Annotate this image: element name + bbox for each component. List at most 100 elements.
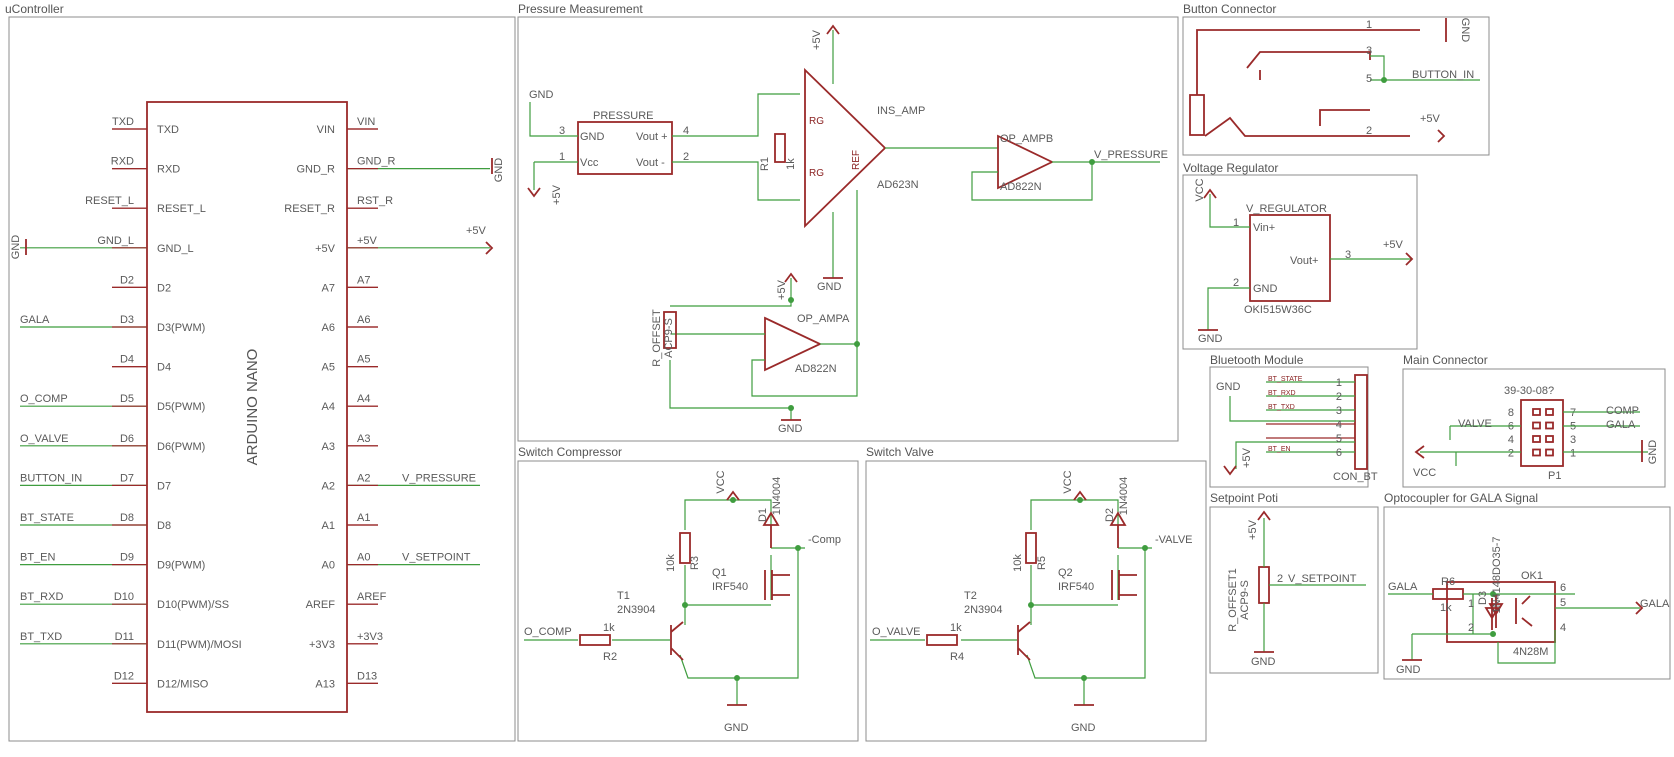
frame-ucontroller — [8, 16, 516, 742]
q1-symbol — [764, 570, 790, 600]
vreg-gnd-pin: GND — [1253, 283, 1278, 295]
nano-left-pin-name: RXD — [157, 164, 180, 176]
setpoint-poti-body — [1258, 566, 1270, 604]
nano-right-pin-name: A4 — [322, 401, 335, 413]
t2-and-d2-symbols — [1017, 511, 1127, 661]
bt-name: CON_BT — [1333, 471, 1378, 483]
r1-name: R1 — [759, 157, 771, 171]
valve-q2: Q2 — [1058, 567, 1073, 579]
ins-amp-gnd: GND — [817, 281, 842, 293]
q2-symbol — [1111, 570, 1137, 600]
p1-pin-left: 4 — [1508, 434, 1514, 446]
nano-right-pin-name: +5V — [315, 243, 336, 255]
setpoint-5v: +5V — [1247, 519, 1259, 540]
p1-body — [1520, 399, 1564, 467]
nano-left-pin-label: D10 — [114, 591, 134, 603]
button-pin3: 3 — [1366, 45, 1372, 57]
bt-pin-number: 3 — [1336, 405, 1342, 417]
ins-amp-part: AD623N — [877, 179, 919, 191]
frame-valve — [865, 460, 1207, 742]
section-title-pressure: Pressure Measurement — [518, 2, 643, 16]
pressure-section: PRESSURE GND Vcc Vout + Vout - 3 1 4 2 G… — [527, 24, 1168, 435]
r1-body — [774, 133, 786, 163]
nano-left-pin-name: GND_L — [157, 243, 194, 255]
pressure-sensor-voutm: Vout - — [636, 157, 665, 169]
r6-body — [1432, 588, 1464, 600]
button-5v: +5V — [1420, 113, 1441, 125]
nano-left-pin-name: D6(PWM) — [157, 441, 205, 453]
comp-in: O_COMP — [524, 626, 572, 638]
d3-symbol — [1484, 598, 1500, 630]
button-in-label: BUTTON_IN — [1412, 69, 1474, 81]
nano-left-pin-name: D5(PWM) — [157, 401, 205, 413]
button-jack-contacts — [1196, 29, 1420, 137]
nano-left-pin-name: D3(PWM) — [157, 322, 205, 334]
p1-pin-pad — [1545, 408, 1554, 416]
p1-pin-left: 2 — [1508, 448, 1514, 460]
nano-right-pin-name: A6 — [322, 322, 335, 334]
pressure-pin4: 4 — [683, 125, 689, 137]
nano-right-pin-name: A5 — [322, 362, 335, 374]
nano-left-pin-name: D2 — [157, 282, 171, 294]
opto-pin4: 4 — [1560, 622, 1566, 634]
vreg-pin3: 3 — [1345, 249, 1351, 261]
nano-left-pin-name: D10(PWM)/SS — [157, 599, 229, 611]
bt-pin-number: 1 — [1336, 377, 1342, 389]
nano-right-pin-name: A2 — [322, 480, 335, 492]
ins-amp-symbol — [804, 67, 887, 229]
nano-right-pin-label: A2 — [357, 472, 370, 484]
r1-value: 1k — [785, 158, 797, 170]
nano-left-net: O_VALVE — [20, 433, 69, 445]
bt-gnd: GND — [1216, 381, 1241, 393]
opto-ok1: OK1 — [1521, 570, 1543, 582]
nano-left-net: BUTTON_IN — [20, 472, 82, 484]
nano-right-pin-name: AREF — [306, 599, 336, 611]
nano-left-pin-name: D9(PWM) — [157, 560, 205, 572]
p1-valve: VALVE — [1458, 418, 1492, 430]
vreg-body — [1249, 214, 1331, 302]
opto-r6: R6 — [1441, 576, 1455, 588]
r-offset-body — [663, 311, 677, 349]
opto-gnd: GND — [1396, 664, 1421, 676]
valve-q2-part: IRF540 — [1058, 581, 1094, 593]
p1-comp: COMP — [1606, 405, 1639, 417]
opto-gala-in: GALA — [1388, 581, 1418, 593]
p1-part: 39-30-08? — [1504, 385, 1554, 397]
frame-button — [1182, 16, 1490, 156]
compressor-section: VCC GND D1 1N4004 -Comp R3 10k Q1 IRF540… — [524, 470, 841, 734]
comp-out: -Comp — [808, 534, 841, 546]
nano-right-pin-label: +3V3 — [357, 631, 383, 643]
frame-bluetooth — [1209, 366, 1369, 488]
button-section: GND BUTTON_IN +5V 1 3 5 2 — [1189, 18, 1480, 143]
nano-left-net: BT_RXD — [20, 591, 63, 603]
opto-r6-value: 1k — [1440, 602, 1452, 614]
button-pin5: 5 — [1366, 73, 1372, 85]
pressure-gnd: GND — [529, 89, 554, 101]
opampa-part: AD822N — [795, 363, 837, 375]
nano-left-net: BT_STATE — [20, 512, 74, 524]
button-pin2: 2 — [1366, 125, 1372, 137]
comp-d1: D1 — [757, 508, 769, 522]
comp-q1-part: IRF540 — [712, 581, 748, 593]
p1-pin-pad — [1532, 435, 1541, 443]
nano-left-pins: TXDTXDRXDRXDRESET_LRESET_LGND_LGND_LD2D2… — [20, 116, 242, 690]
nano-right-pin-label: A6 — [357, 314, 370, 326]
section-title-bluetooth: Bluetooth Module — [1210, 353, 1304, 367]
pressure-sensor-vcc: Vcc — [580, 157, 599, 169]
button-jack-body — [1189, 94, 1205, 136]
nano-gnd-right: GND — [493, 158, 505, 183]
nano-left-pin-label: D8 — [120, 512, 134, 524]
opto-d3-part: 1N4148DO35-7 — [1491, 536, 1503, 613]
section-title-ucontroller: uController — [5, 2, 64, 16]
opto-ok1-part: 4N28M — [1513, 646, 1548, 658]
ins-amp-rg1: RG — [809, 116, 824, 127]
nano-right-pin-name: A0 — [322, 560, 335, 572]
p1-pin-right: 3 — [1570, 434, 1576, 446]
button-gnd: GND — [1459, 18, 1471, 43]
setpoint-gnd: GND — [1251, 656, 1276, 668]
nano-5v-arrow-label: +5V — [466, 225, 487, 237]
comp-t1: T1 — [617, 590, 630, 602]
nano-right-pin-label: A1 — [357, 512, 370, 524]
